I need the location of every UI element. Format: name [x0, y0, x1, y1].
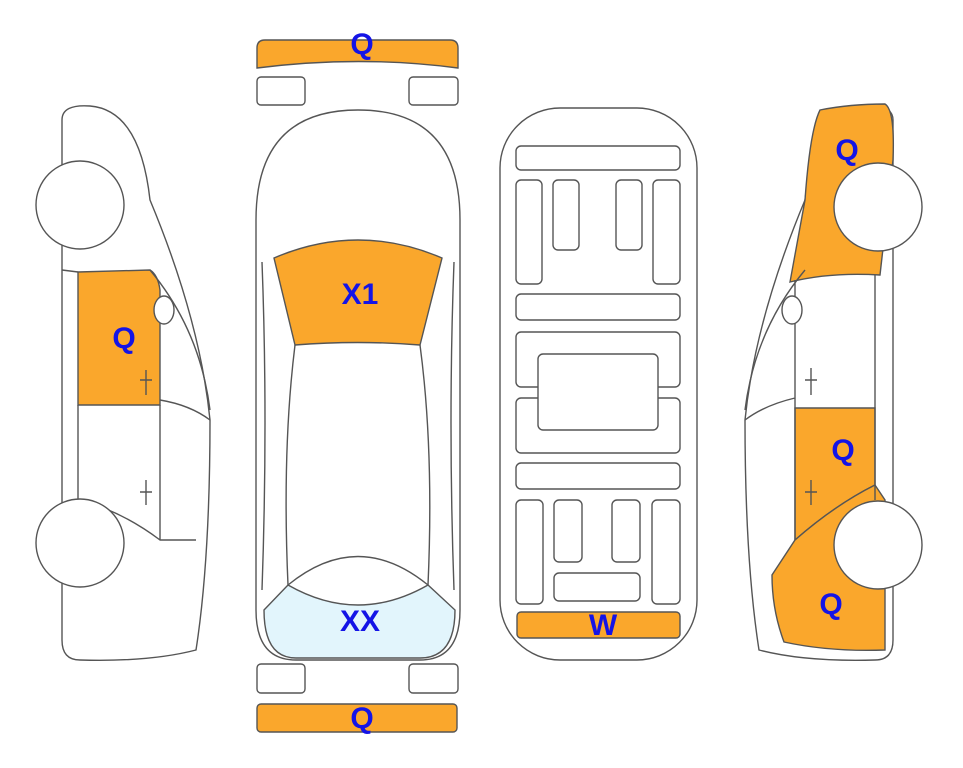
underbody-rear-label: W: [589, 609, 618, 642]
right-front-fender-label: Q: [835, 134, 858, 167]
front-bumper-label: Q: [350, 28, 373, 61]
left-side-view: Q: [35, 105, 211, 661]
windshield-part[interactable]: [273, 239, 443, 346]
rear-bumper-label: Q: [350, 702, 373, 735]
rear-window-part[interactable]: [263, 584, 456, 659]
front-bumper-part[interactable]: [256, 39, 459, 69]
right-rear-wheel: [833, 500, 923, 590]
left-front-door-label: Q: [112, 322, 135, 355]
left-taillight: [256, 663, 306, 694]
right-side-view: Q Q Q: [744, 103, 923, 661]
rear-window-label: XX: [340, 605, 380, 638]
windshield-label: X1: [342, 278, 379, 311]
underbody-rear-part[interactable]: [516, 611, 681, 639]
rear-bumper-part[interactable]: [256, 703, 458, 733]
right-taillight: [408, 663, 459, 694]
underbody-view: W: [499, 107, 698, 661]
right-rear-door-label: Q: [831, 434, 854, 467]
right-rear-quarter-label: Q: [819, 588, 842, 621]
right-front-wheel: [833, 162, 923, 252]
left-rear-wheel: [35, 498, 125, 588]
left-headlight: [256, 76, 306, 106]
right-headlight: [408, 76, 459, 106]
top-view: Q X1 XX Q: [255, 28, 461, 735]
car-body-top: [255, 109, 461, 661]
left-front-wheel: [35, 160, 125, 250]
